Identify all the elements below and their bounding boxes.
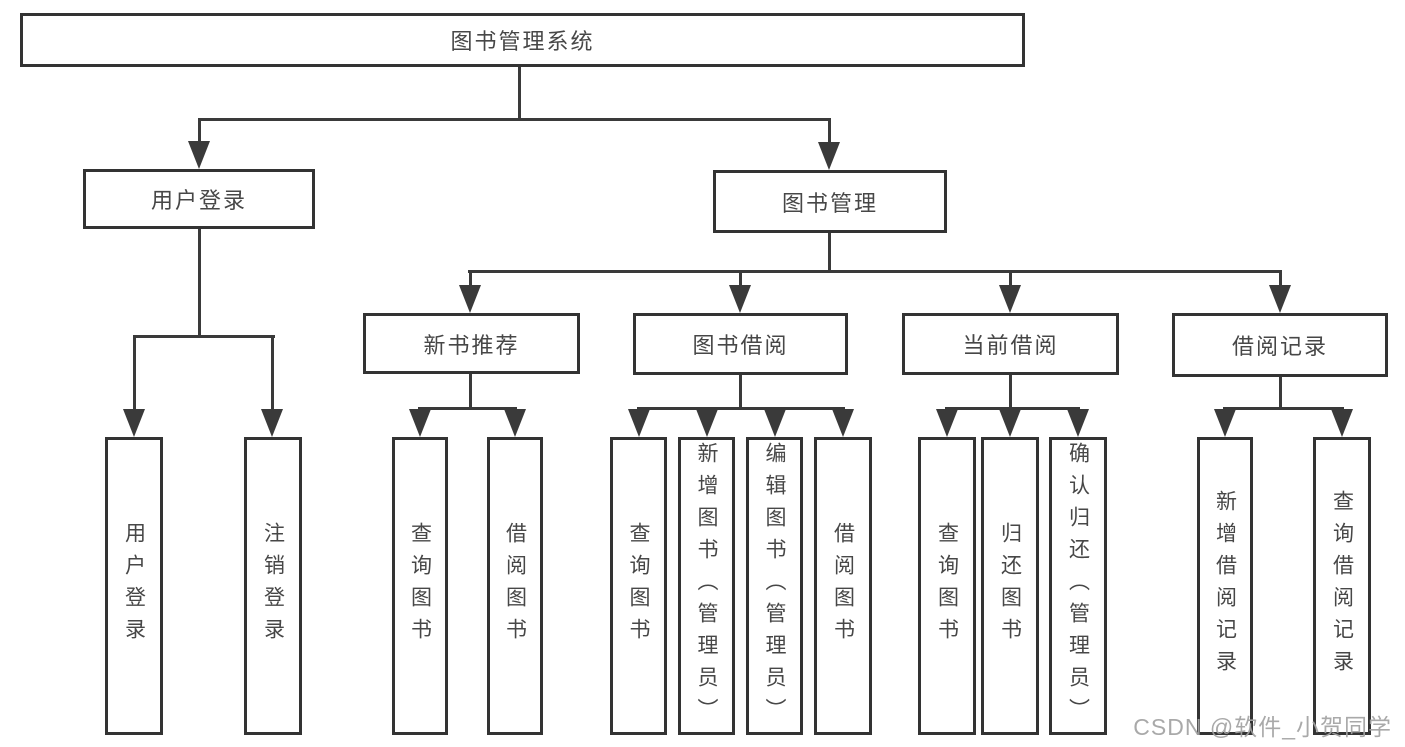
leaf-query-borrow-record: 查询借阅记录 — [1313, 437, 1371, 735]
arrowhead-down-leaf-query-book-2-icon — [628, 409, 650, 437]
connector-drop-borrow-records — [1279, 270, 1282, 287]
arrowhead-down-leaf-borrow-book-2-icon — [832, 409, 854, 437]
arrowhead-down-leaf-query-book-3-icon — [936, 409, 958, 437]
connector-branch-borrow-records — [1223, 407, 1344, 410]
node-new-book-recommend-label: 新书推荐 — [423, 332, 520, 358]
arrowhead-down-user-login-icon — [188, 141, 210, 169]
arrowhead-down-current-borrow-icon — [999, 285, 1021, 313]
leaf-borrow-book-recommend-label: 借阅图书 — [503, 522, 527, 650]
arrowhead-down-leaf-edit-book-icon — [764, 409, 786, 437]
arrowhead-down-borrow-records-icon — [1269, 285, 1291, 313]
connector-drop-login-leaf — [133, 335, 136, 411]
node-current-borrow: 当前借阅 — [902, 313, 1119, 375]
leaf-query-borrow-record-label: 查询借阅记录 — [1330, 490, 1354, 682]
arrowhead-down-book-borrow-icon — [729, 285, 751, 313]
leaf-query-book-current: 查询图书 — [918, 437, 976, 735]
leaf-return-book-label: 归还图书 — [998, 522, 1022, 650]
leaf-user-login: 用户登录 — [105, 437, 163, 735]
arrowhead-down-leaf-add-record-icon — [1214, 409, 1236, 437]
leaf-borrow-book: 借阅图书 — [814, 437, 872, 735]
node-borrow-records: 借阅记录 — [1172, 313, 1388, 377]
csdn-watermark: CSDN @软件_小贺同学 — [1133, 714, 1392, 740]
connector-new-book-stem — [469, 374, 472, 409]
leaf-query-book-borrow-label: 查询图书 — [627, 522, 650, 650]
leaf-borrow-book-recommend: 借阅图书 — [487, 437, 543, 735]
arrowhead-down-leaf-confirm-return-icon — [1067, 409, 1089, 437]
leaf-user-login-label: 用户登录 — [122, 522, 146, 650]
arrowhead-down-new-book-icon — [459, 285, 481, 313]
leaf-query-book-borrow: 查询图书 — [610, 437, 667, 735]
node-book-management-label: 图书管理 — [781, 190, 878, 216]
node-current-borrow-label: 当前借阅 — [962, 333, 1059, 358]
leaf-query-book-current-label: 查询图书 — [935, 522, 959, 650]
leaf-confirm-return-admin-label: 确认归还（管理员） — [1066, 442, 1090, 730]
connector-branch-user-login — [133, 335, 275, 338]
connector-branch-current-borrow — [945, 407, 1080, 410]
leaf-edit-book-admin: 编辑图书（管理员） — [746, 437, 803, 735]
arrowhead-down-leaf-return-book-icon — [999, 409, 1021, 437]
connector-drop-logout-leaf — [271, 335, 274, 411]
node-book-borrow-label: 图书借阅 — [692, 333, 789, 358]
leaf-query-book-recommend: 查询图书 — [392, 437, 448, 735]
leaf-return-book: 归还图书 — [981, 437, 1039, 735]
leaf-logout-label: 注销登录 — [261, 522, 285, 650]
connector-book-management-stem — [828, 233, 831, 272]
connector-branch-new-book — [418, 407, 517, 410]
node-root-library-system: 图书管理系统 — [20, 13, 1025, 67]
connector-branch-level1 — [198, 118, 831, 121]
node-root-label: 图书管理系统 — [450, 29, 595, 54]
leaf-borrow-book-label: 借阅图书 — [831, 522, 855, 650]
node-new-book-recommend: 新书推荐 — [363, 313, 580, 374]
connector-user-login-stem — [198, 229, 201, 337]
node-user-login: 用户登录 — [83, 169, 315, 229]
arrowhead-down-login-leaf-icon — [123, 409, 145, 437]
node-book-borrow: 图书借阅 — [633, 313, 848, 375]
connector-drop-book-management — [828, 118, 831, 145]
leaf-add-borrow-record: 新增借阅记录 — [1197, 437, 1253, 735]
arrowhead-down-leaf-query-record-icon — [1331, 409, 1353, 437]
connector-borrow-records-stem — [1279, 377, 1282, 409]
node-book-management: 图书管理 — [713, 170, 947, 233]
connector-drop-user-login — [198, 118, 201, 145]
connector-branch-book-borrow — [637, 407, 845, 410]
leaf-edit-book-admin-label: 编辑图书（管理员） — [763, 442, 786, 730]
leaf-confirm-return-admin: 确认归还（管理员） — [1049, 437, 1107, 735]
leaf-add-borrow-record-label: 新增借阅记录 — [1213, 490, 1237, 682]
connector-drop-current-borrow — [1009, 270, 1012, 287]
arrowhead-down-leaf-borrow-book-1-icon — [504, 409, 526, 437]
connector-book-borrow-stem — [739, 375, 742, 409]
leaf-query-book-recommend-label: 查询图书 — [408, 522, 432, 650]
leaf-add-book-admin-label: 新增图书（管理员） — [695, 442, 718, 730]
arrowhead-down-logout-leaf-icon — [261, 409, 283, 437]
leaf-logout: 注销登录 — [244, 437, 302, 735]
node-user-login-label: 用户登录 — [150, 188, 247, 213]
connector-branch-level3 — [468, 270, 1282, 273]
arrowhead-down-leaf-query-book-1-icon — [409, 409, 431, 437]
connector-current-borrow-stem — [1009, 375, 1012, 409]
connector-drop-book-borrow — [739, 270, 742, 287]
arrowhead-down-book-management-icon — [818, 142, 840, 170]
arrowhead-down-leaf-add-book-icon — [696, 409, 718, 437]
connector-root-trunk — [518, 67, 521, 120]
node-borrow-records-label: 借阅记录 — [1231, 334, 1328, 359]
connector-drop-new-book — [469, 270, 472, 287]
leaf-add-book-admin: 新增图书（管理员） — [678, 437, 735, 735]
